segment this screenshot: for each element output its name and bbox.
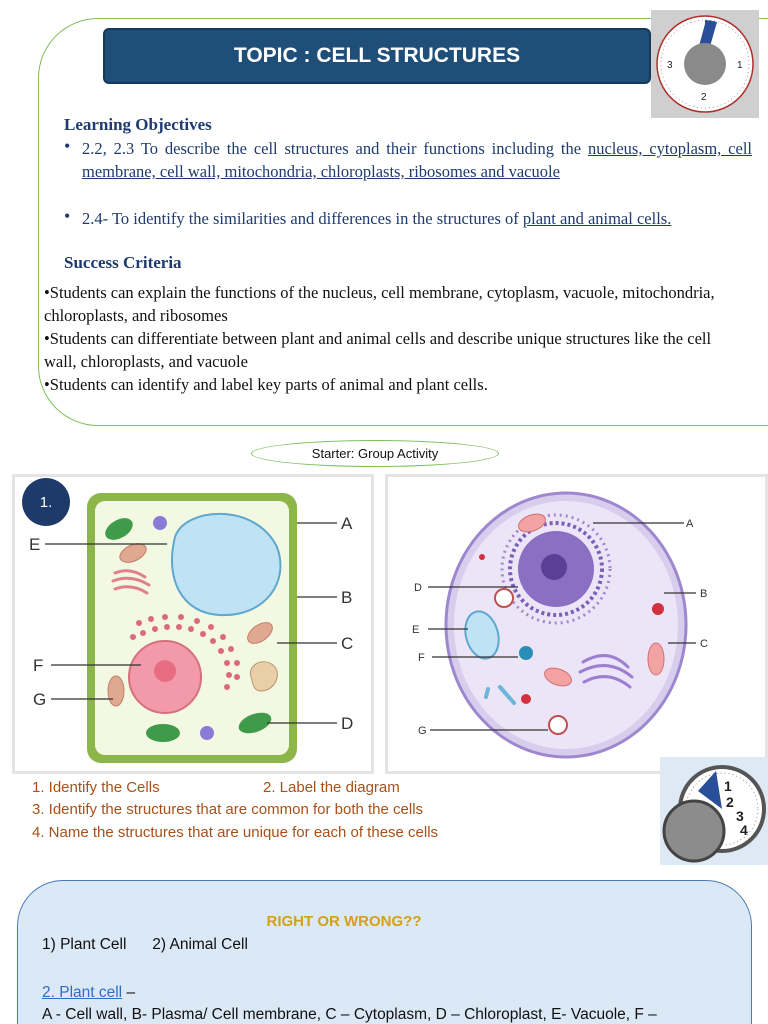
animal-label-d: D (414, 582, 422, 594)
animal-cell-diagram: A B C D E F G (385, 474, 768, 774)
answer-line-plant: 2. Plant cell – (42, 984, 135, 1002)
plant-label-g: G (33, 690, 46, 709)
plant-cell-link[interactable]: 2. Plant cell (42, 984, 123, 1001)
stopwatch-icon: 1 2 3 4 (660, 757, 768, 865)
timer-number: 1 (737, 60, 743, 71)
stopwatch-number: 3 (736, 808, 744, 824)
objective-2-text: 2.4- To identify the similarities and di… (82, 209, 523, 228)
bullet-icon: • (64, 206, 71, 226)
task-1: 1. Identify the Cells (32, 779, 160, 796)
objective-item-1: • 2.2, 2.3 To describe the cell structur… (64, 136, 752, 183)
success-criteria-heading: Success Criteria (64, 253, 182, 272)
task-4: 4. Name the structures that are unique f… (32, 824, 439, 841)
learning-objectives-heading: Learning Objectives (64, 115, 212, 134)
timer-number: 2 (701, 92, 707, 103)
task-3: 3. Identify the structures that are comm… (32, 801, 424, 818)
question-number-badge: 1. (22, 478, 70, 526)
plant-label-d: D (341, 714, 353, 733)
plant-label-f: F (33, 656, 43, 675)
task-2: 2. Label the diagram (263, 779, 400, 796)
timer-icon: 3 1 2 (651, 10, 759, 118)
stopwatch-number: 4 (740, 822, 748, 838)
animal-label-e: E (412, 624, 419, 636)
success-criteria-item-1: •Students can explain the functions of t… (44, 283, 715, 325)
answer-line-labels: A - Cell wall, B- Plasma/ Cell membrane,… (42, 1006, 657, 1023)
plant-label-e: E (29, 535, 40, 554)
success-criteria-item-2: •Students can differentiate between plan… (44, 329, 712, 371)
plant-label-b: B (341, 588, 352, 607)
starter-label: Starter: Group Activity (251, 440, 499, 467)
plant-label-c: C (341, 634, 353, 653)
success-criteria-item-3: •Students can identify and label key par… (44, 375, 488, 394)
plant-cell-diagram: A B C D E F G (12, 474, 374, 774)
objective-item-2: • 2.4- To identify the similarities and … (64, 206, 752, 230)
animal-label-a: A (686, 518, 694, 530)
plant-label-a: A (341, 514, 353, 533)
answer-line-plant-suffix: – (122, 984, 136, 1001)
animal-label-c: C (700, 638, 708, 650)
objective-1-text: 2.2, 2.3 To describe the cell structures… (82, 139, 588, 158)
objectives-box (38, 18, 768, 426)
right-or-wrong-title: RIGHT OR WRONG?? (266, 913, 422, 930)
objective-1-underlined: nucleus, cytoplasm, cell membrane, cell … (82, 139, 752, 181)
stopwatch-number: 2 (726, 794, 734, 810)
timer-number: 3 (667, 60, 673, 71)
answer-line-1: 1) Plant Cell 2) Animal Cell (42, 936, 248, 953)
stopwatch-number: 1 (724, 778, 732, 794)
topic-banner: TOPIC : CELL STRUCTURES (103, 28, 651, 84)
animal-label-g: G (418, 725, 427, 737)
bullet-icon: • (64, 136, 71, 156)
objective-2-underlined: plant and animal cells. (522, 209, 672, 228)
animal-label-f: F (418, 652, 425, 664)
answer-box (17, 880, 752, 1024)
animal-label-b: B (700, 588, 707, 600)
